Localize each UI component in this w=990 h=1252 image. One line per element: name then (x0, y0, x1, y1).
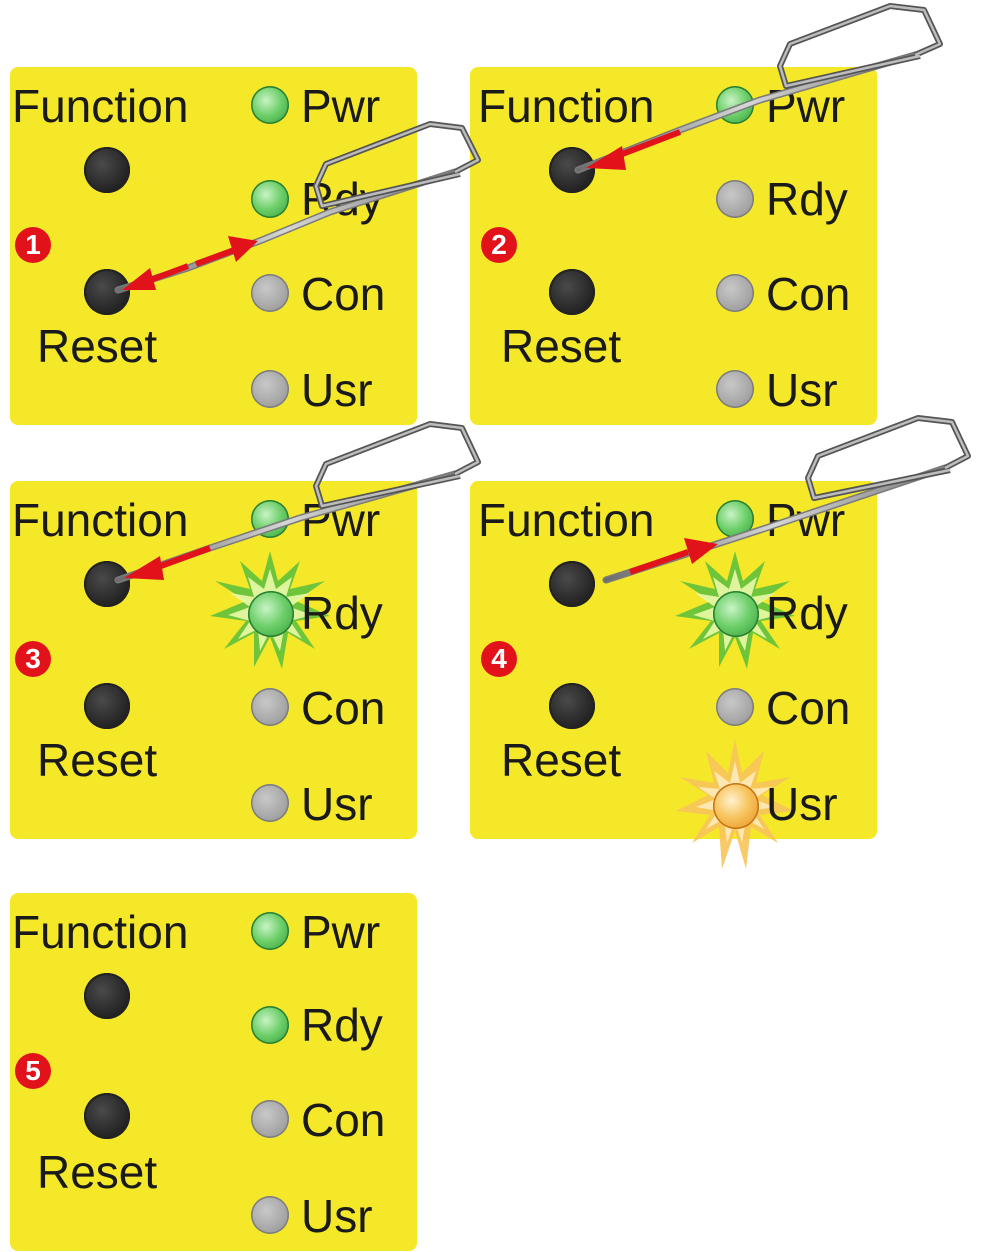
con-label: Con (766, 682, 851, 734)
rdy-led (251, 1006, 289, 1044)
step-4-panel: Function 4 Reset Pwr Rdy Con Usr (470, 481, 877, 869)
rdy-label: Rdy (301, 173, 383, 225)
pwr-label: Pwr (766, 494, 846, 546)
con-led (251, 688, 289, 726)
step-badge: 1 (15, 227, 51, 263)
step-badge: 3 (15, 641, 51, 677)
con-label: Con (766, 268, 851, 320)
function-button[interactable] (84, 973, 130, 1019)
rdy-label: Rdy (766, 587, 848, 639)
reset-button[interactable] (84, 269, 130, 315)
pwr-led (251, 912, 289, 950)
function-label: Function (478, 80, 655, 132)
reset-button[interactable] (549, 269, 595, 315)
con-led (716, 688, 754, 726)
reset-label: Reset (37, 320, 158, 372)
step-3-panel: Function 3 Reset Pwr Rdy Con Usr (10, 481, 417, 839)
con-label: Con (301, 268, 386, 320)
reset-label: Reset (501, 734, 622, 786)
rdy-led (713, 591, 759, 637)
usr-led (251, 370, 289, 408)
reset-label: Reset (37, 1146, 158, 1198)
pwr-led (716, 500, 754, 538)
function-label: Function (12, 80, 189, 132)
pwr-label: Pwr (301, 494, 381, 546)
step-badge: 2 (481, 227, 517, 263)
reset-button[interactable] (549, 683, 595, 729)
rdy-led (248, 591, 294, 637)
usr-label: Usr (301, 778, 373, 830)
reset-label: Reset (37, 734, 158, 786)
reset-label: Reset (501, 320, 622, 372)
function-button[interactable] (549, 561, 595, 607)
function-label: Function (12, 494, 189, 546)
step-1-panel: Function 1 Reset Pwr Rdy Con Usr (10, 67, 417, 425)
step-badge: 4 (481, 641, 517, 677)
pwr-led (716, 86, 754, 124)
step-2-panel: Function 2 Reset Pwr Rdy Con Usr (470, 67, 877, 425)
function-button[interactable] (549, 147, 595, 193)
usr-led (251, 1196, 289, 1234)
rdy-label: Rdy (766, 173, 848, 225)
usr-label: Usr (766, 364, 838, 416)
usr-label: Usr (301, 364, 373, 416)
con-led (716, 274, 754, 312)
usr-label: Usr (766, 778, 838, 830)
reset-button[interactable] (84, 683, 130, 729)
step-5-panel: Function 5 Reset Pwr Rdy Con Usr (10, 893, 417, 1251)
function-button[interactable] (84, 147, 130, 193)
con-led (251, 274, 289, 312)
pwr-label: Pwr (301, 906, 381, 958)
usr-led (713, 783, 759, 829)
function-label: Function (12, 906, 189, 958)
rdy-label: Rdy (301, 587, 383, 639)
con-label: Con (301, 682, 386, 734)
con-label: Con (301, 1094, 386, 1146)
function-label: Function (478, 494, 655, 546)
usr-led (251, 784, 289, 822)
usr-label: Usr (301, 1190, 373, 1242)
pwr-label: Pwr (766, 80, 846, 132)
rdy-led (251, 180, 289, 218)
reset-button[interactable] (84, 1093, 130, 1139)
rdy-led (716, 180, 754, 218)
pwr-led (251, 500, 289, 538)
pwr-led (251, 86, 289, 124)
rdy-label: Rdy (301, 999, 383, 1051)
con-led (251, 1100, 289, 1138)
step-badge: 5 (15, 1053, 51, 1089)
usr-led (716, 370, 754, 408)
function-button[interactable] (84, 561, 130, 607)
pwr-label: Pwr (301, 80, 381, 132)
